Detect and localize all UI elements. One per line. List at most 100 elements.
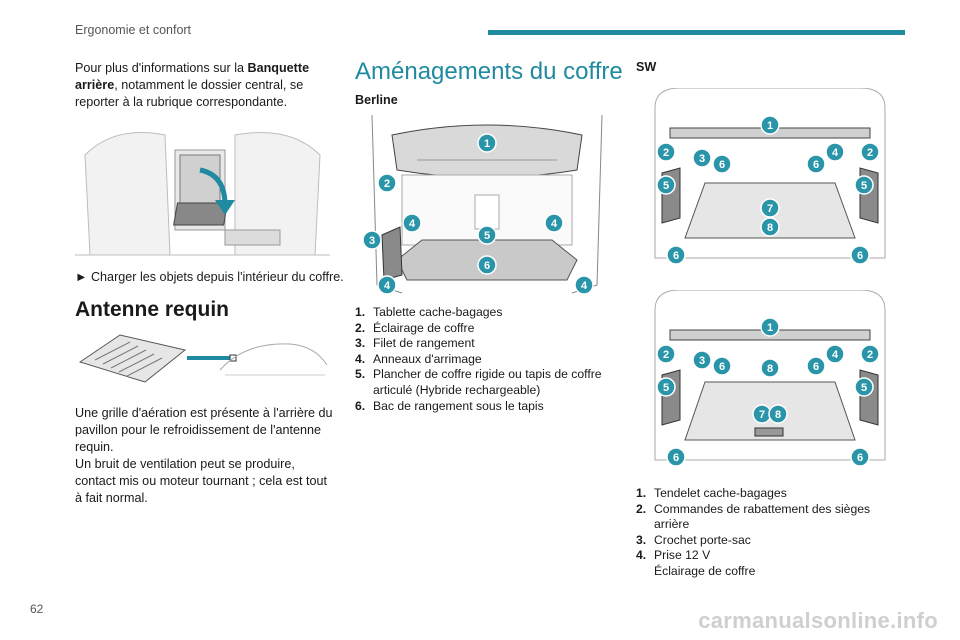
- callout-number: 5: [484, 230, 490, 242]
- callout-number: 1: [484, 138, 490, 150]
- instruction-text: ► Charger les objets depuis l'intérieur …: [75, 270, 344, 284]
- callout-number: 2: [663, 349, 669, 361]
- callout-badge: 5: [656, 175, 676, 195]
- list-item: 4.Prise 12 V: [636, 548, 711, 563]
- callout-number: 7: [767, 203, 773, 215]
- callout-badge: 3: [692, 148, 712, 168]
- antenna-para-2: Un bruit de ventilation peut se produire…: [75, 457, 328, 505]
- callout-badge: 8: [760, 217, 780, 237]
- callout-badge: 5: [854, 377, 874, 397]
- callout-number: 4: [832, 349, 839, 361]
- callout-badge: 4: [377, 275, 397, 295]
- callout-badge: 6: [712, 356, 732, 376]
- intro-link-term: Banquette arrière: [75, 61, 310, 92]
- callout-number: 3: [369, 235, 375, 247]
- list-item-continuation: articulé (Hybride rechargeable): [373, 382, 541, 397]
- callout-number: 6: [719, 361, 725, 373]
- callout-number: 4: [551, 218, 558, 230]
- callout-number: 3: [699, 153, 705, 165]
- antenna-title: Antenne requin: [75, 298, 230, 321]
- callout-badge: 4: [544, 213, 564, 233]
- callout-number: 4: [832, 147, 839, 159]
- callout-badge: 7: [760, 198, 780, 218]
- antenna-para-1: Une grille d'aération est présente à l'a…: [75, 406, 333, 454]
- callout-badge: 3: [692, 350, 712, 370]
- sw-trunk-illustration-1: 1 2 3 6 6 4 2 5 5 7 8 6 6: [654, 88, 886, 265]
- callout-badge: 1: [760, 115, 780, 135]
- callout-badge: 2: [377, 173, 397, 193]
- callout-number: 6: [857, 452, 863, 464]
- list-item: 2.Commandes de rabattement des sièges: [636, 501, 871, 516]
- callout-number: 2: [867, 147, 873, 159]
- callout-badge: 3: [362, 230, 382, 250]
- list-item-continuation: Éclairage de coffre: [654, 563, 756, 578]
- callout-number: 1: [767, 322, 773, 334]
- callout-badge: 8: [768, 404, 788, 424]
- callout-badge: 4: [825, 344, 845, 364]
- callout-number: 8: [767, 222, 773, 234]
- callout-badge: 6: [666, 447, 686, 467]
- callout-number: 4: [409, 218, 416, 230]
- list-item: 2.Éclairage de coffre: [355, 320, 475, 335]
- intro-text: Pour plus d'informations sur la: [75, 61, 248, 75]
- callout-number: 7: [759, 409, 765, 421]
- berline-label: Berline: [355, 93, 398, 107]
- list-item: 6.Bac de rangement sous le tapis: [355, 398, 544, 413]
- callout-number: 6: [813, 361, 819, 373]
- intro-paragraph: Pour plus d'informations sur la Banquett…: [75, 60, 330, 111]
- callout-badge: 6: [477, 255, 497, 275]
- callout-badge: 4: [825, 142, 845, 162]
- berline-trunk-illustration: 1 2 3 4 4 5 6 4 4: [362, 115, 603, 295]
- sw-items-list: 1.Tendelet cache-bagages 2.Commandes de …: [636, 486, 891, 580]
- callout-number: 5: [663, 382, 669, 394]
- callout-number: 8: [767, 363, 773, 375]
- callout-number: 4: [581, 280, 588, 292]
- section-header: Ergonomie et confort: [75, 23, 192, 37]
- callout-number: 1: [767, 120, 773, 132]
- list-item: 1.Tendelet cache-bagages: [636, 486, 787, 500]
- callout-badge: 8: [760, 358, 780, 378]
- list-item-continuation: arrière: [654, 517, 690, 532]
- callout-number: 4: [384, 280, 391, 292]
- callout-badge: 6: [806, 356, 826, 376]
- callout-number: 8: [775, 409, 781, 421]
- list-item: 3.Filet de rangement: [355, 336, 475, 351]
- list-item: 3.Crochet porte-sac: [636, 532, 751, 547]
- callout-badge: 6: [712, 154, 732, 174]
- list-item: 1.Tablette cache-bagages: [355, 305, 503, 319]
- section-title: Aménagements du coffre: [355, 58, 623, 85]
- berline-items-list: 1.Tablette cache-bagages 2.Éclairage de …: [355, 305, 610, 414]
- shark-antenna-illustration: [78, 334, 328, 383]
- callout-number: 5: [861, 382, 867, 394]
- callout-badge: 4: [574, 275, 594, 295]
- callout-badge: 2: [860, 142, 880, 162]
- rear-seat-illustration: [75, 115, 330, 265]
- callout-badge: 2: [656, 142, 676, 162]
- callout-number: 2: [663, 147, 669, 159]
- callout-badge: 6: [666, 245, 686, 265]
- page-number: 62: [30, 602, 44, 616]
- callout-number: 5: [663, 180, 669, 192]
- callout-number: 3: [699, 355, 705, 367]
- callout-number: 2: [384, 178, 390, 190]
- callout-badge: 2: [656, 344, 676, 364]
- callout-badge: 5: [656, 377, 676, 397]
- callout-number: 6: [719, 159, 725, 171]
- callout-number: 6: [813, 159, 819, 171]
- callout-number: 6: [673, 452, 679, 464]
- callout-badge: 6: [806, 154, 826, 174]
- callout-number: 6: [857, 250, 863, 262]
- callout-badge: 2: [860, 344, 880, 364]
- header-accent-bar: [488, 30, 905, 35]
- callout-badge: 5: [477, 225, 497, 245]
- watermark: carmanualsonline.info: [698, 608, 938, 633]
- callout-badge: 1: [760, 317, 780, 337]
- intro-text-end: , notamment le dossier central, se repor…: [75, 78, 304, 109]
- callout-badge: 4: [402, 213, 422, 233]
- callout-badge: 6: [850, 245, 870, 265]
- list-item: 4.Anneaux d'arrimage: [355, 351, 482, 366]
- list-item: 5.Plancher de coffre rigide ou tapis de …: [355, 367, 602, 382]
- callout-badge: 5: [854, 175, 874, 195]
- callout-number: 5: [861, 180, 867, 192]
- callout-number: 6: [484, 260, 490, 272]
